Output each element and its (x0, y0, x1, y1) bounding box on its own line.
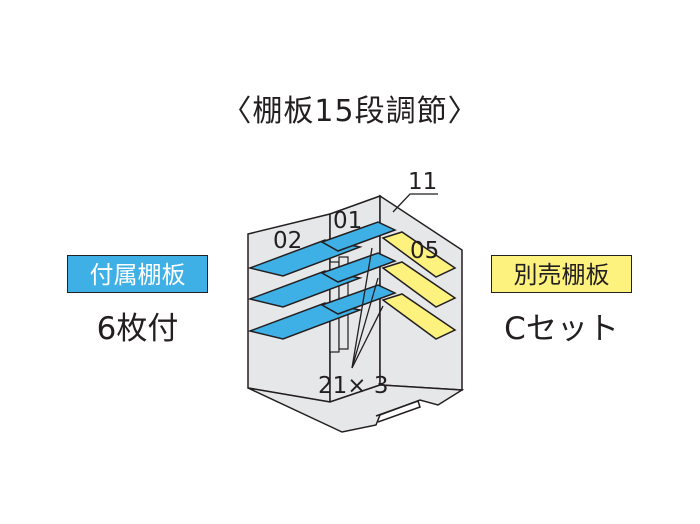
bay-label-05: 05 (410, 238, 439, 264)
included-shelf-left-mid (247, 270, 363, 308)
callout-leader-post-1 (351, 247, 373, 369)
page-title: 〈棚板15段調節〉 (221, 94, 479, 129)
optional-shelf-badge: 別売棚板 (491, 255, 632, 293)
included-shelf-left-top (247, 239, 363, 277)
included-shelf-center-low (320, 284, 397, 315)
optional-shelf-mid (381, 261, 457, 308)
included-shelf-center-top (320, 221, 397, 252)
bay-label-02: 02 (273, 228, 302, 254)
optional-shelf-set: Cセット (504, 311, 619, 347)
bay-label-01: 01 (333, 208, 362, 234)
included-shelf-badge: 付属棚板 (67, 255, 208, 293)
callout-label-21x3: 21× 3 (318, 373, 388, 399)
floor (247, 384, 465, 433)
callout-leader-post-2 (351, 277, 379, 369)
included-shelf-center-mid (320, 252, 397, 283)
optional-shelf-top (381, 231, 457, 278)
included-shelf-count: 6枚付 (96, 311, 179, 347)
callout-leader-11 (392, 193, 438, 213)
door-notch (375, 400, 421, 423)
optional-shelf-low (381, 293, 457, 340)
included-shelf-left-low (247, 302, 363, 340)
callout-label-11: 11 (408, 169, 437, 195)
callout-leader-post-3 (351, 305, 384, 369)
